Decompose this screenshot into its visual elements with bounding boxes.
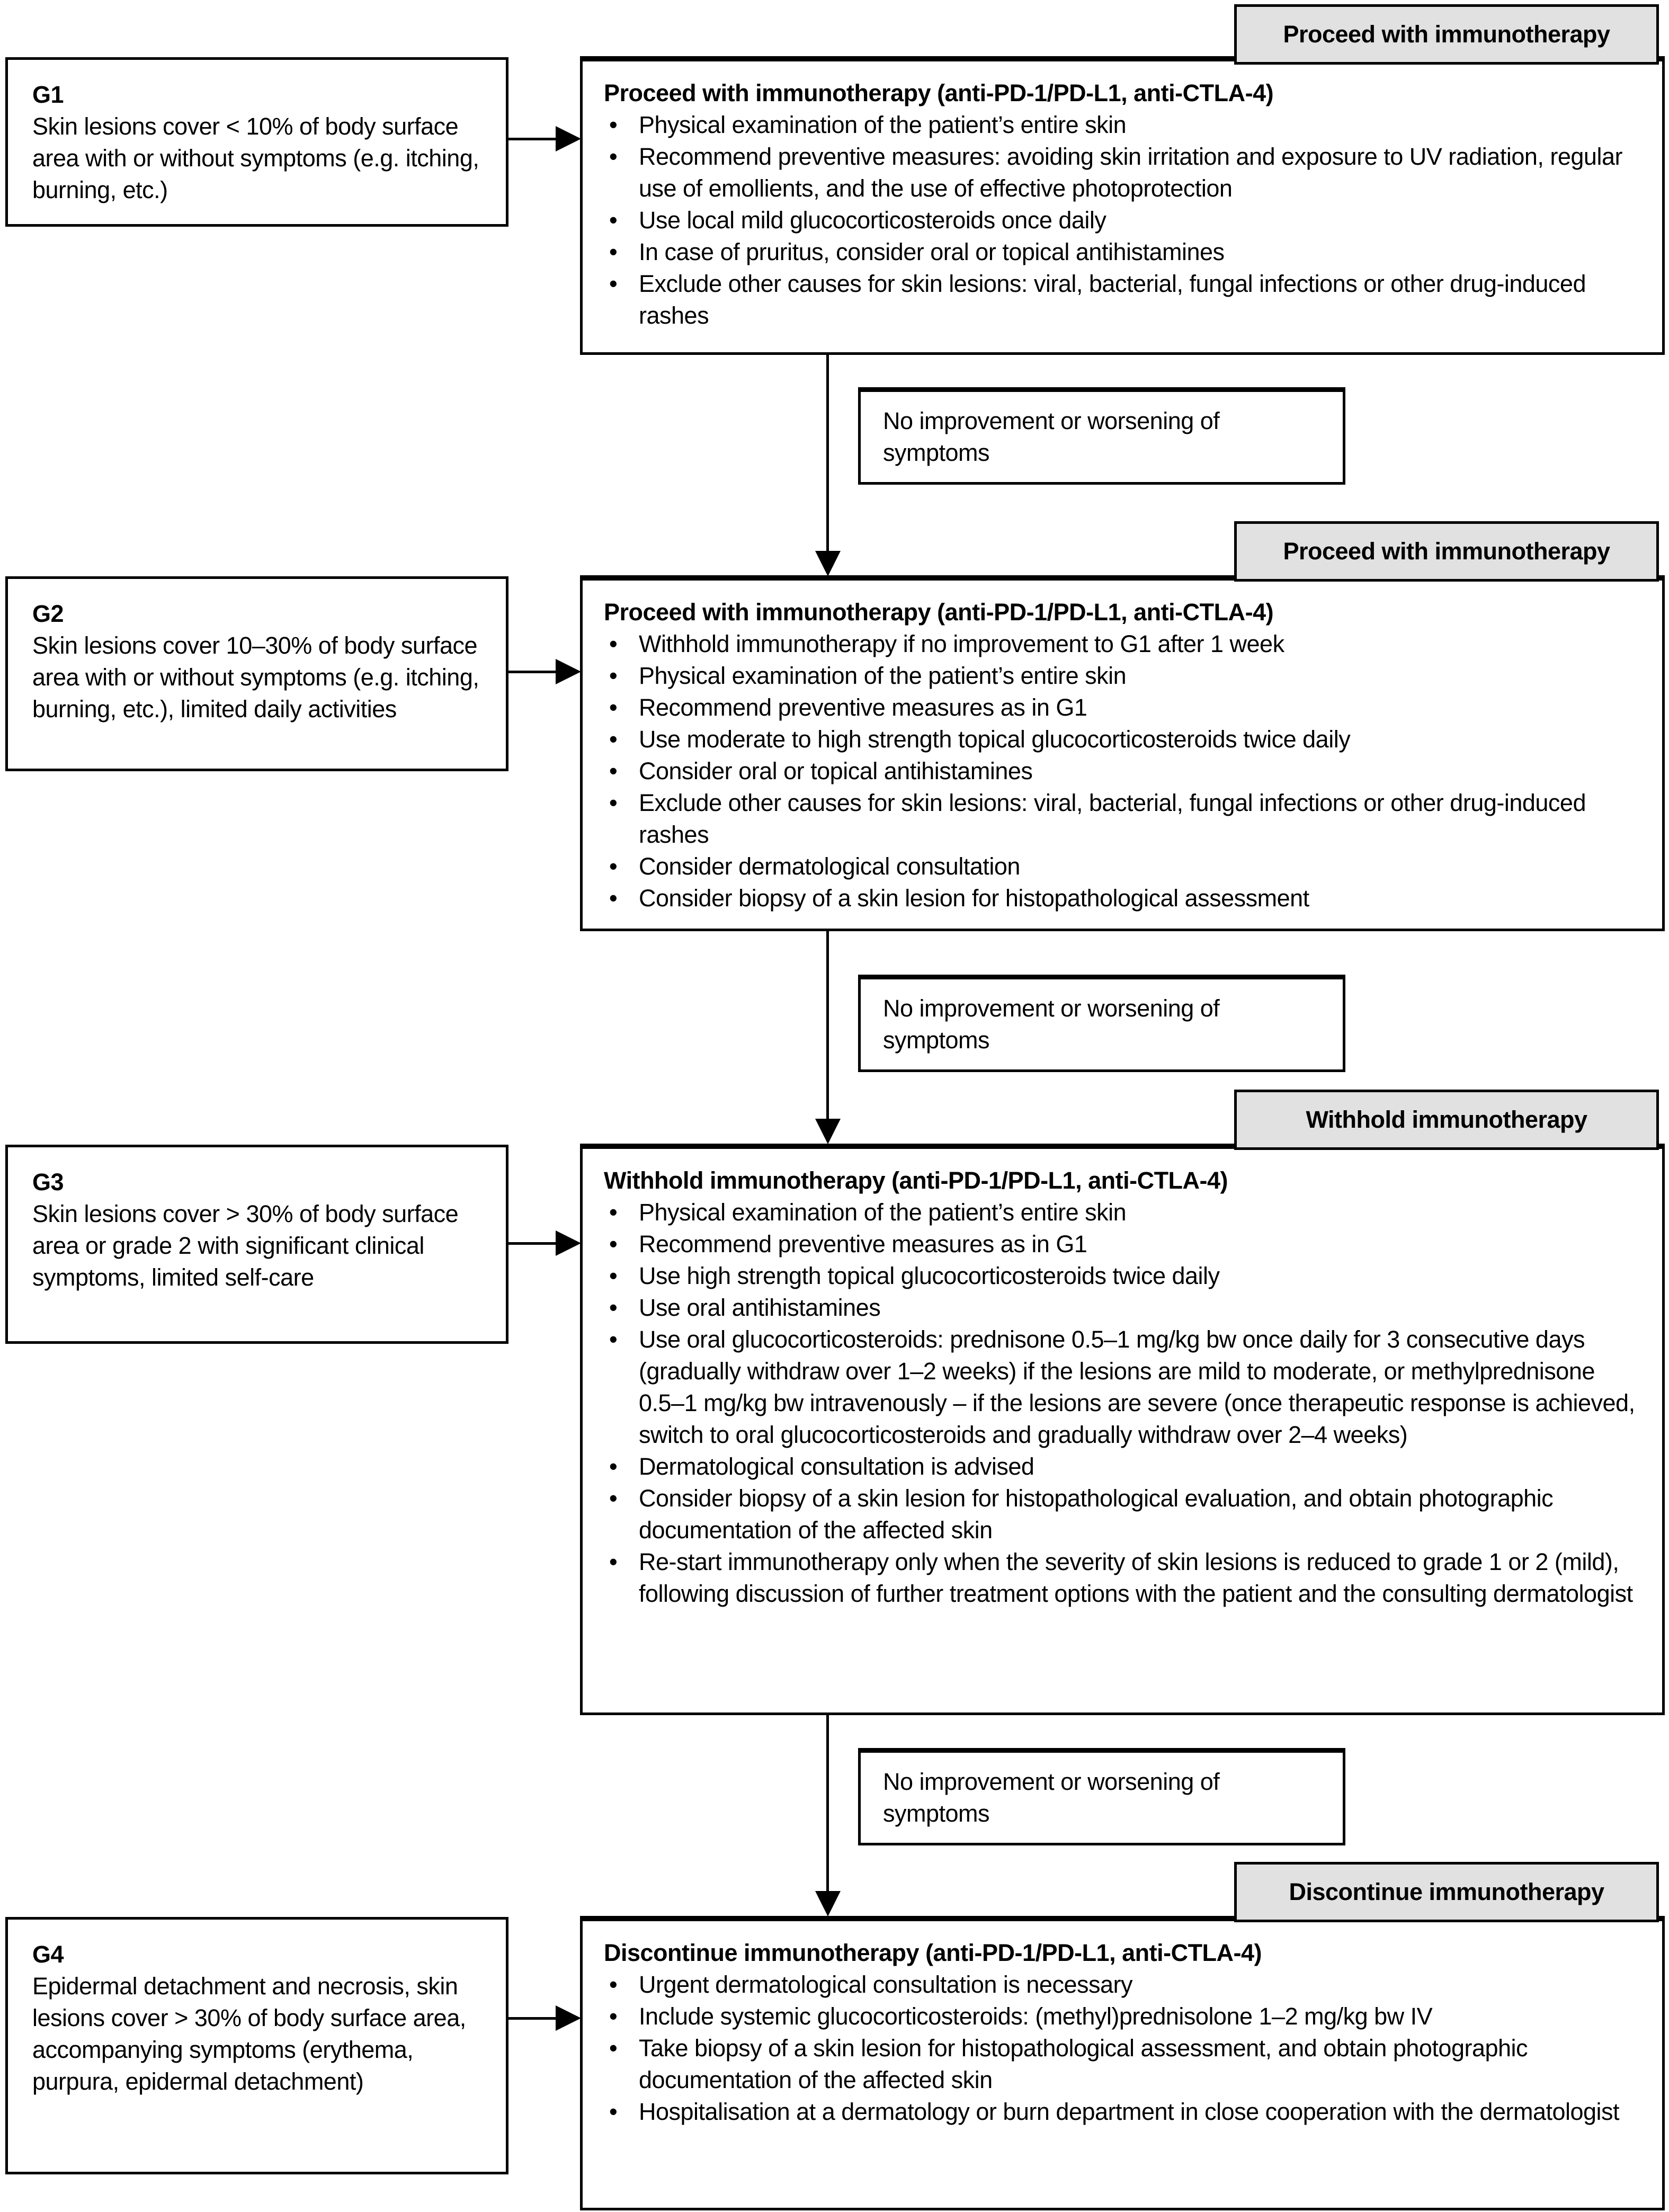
bullet-item: Consider biopsy of a skin lesion for his… [604,882,1636,914]
down-arrow-icon-3 [815,1891,841,1916]
bullet-item: Use oral glucocorticosteroids: prednison… [604,1324,1636,1451]
bullet-item: Physical examination of the patient’s en… [604,660,1636,692]
management-bullets-g2: Withhold immunotherapy if no improvement… [604,628,1636,914]
bullet-item: Physical examination of the patient’s en… [604,1197,1636,1228]
bullet-item: Use high strength topical glucocorticost… [604,1260,1636,1292]
bullet-item: Take biopsy of a skin lesion for histopa… [604,2032,1636,2096]
bullet-item: Re-start immunotherapy only when the sev… [604,1546,1636,1610]
no-improvement-box-1: No improvement or worsening of symptoms [858,387,1345,485]
bullet-item: Consider biopsy of a skin lesion for his… [604,1483,1636,1546]
connector-line-1 [826,354,829,551]
bullet-item: Use moderate to high strength topical gl… [604,724,1636,755]
bullet-item: Exclude other causes for skin lesions: v… [604,268,1636,332]
criteria-text-g4: Epidermal detachment and necrosis, skin … [32,1973,466,2095]
management-box-g3: Withhold immunotherapy (anti-PD-1/PD-L1,… [580,1144,1665,1715]
right-arrow-icon-g1 [556,126,581,151]
right-arrow-icon-g4 [556,2005,581,2031]
connector-line-3 [826,1715,829,1892]
bullet-item: Dermatological consultation is advised [604,1451,1636,1483]
no-improvement-box-2: No improvement or worsening of symptoms [858,975,1345,1072]
management-bullets-g1: Physical examination of the patient’s en… [604,109,1636,332]
criteria-text-g1: Skin lesions cover < 10% of body surface… [32,113,479,203]
bullet-item: Use oral antihistamines [604,1292,1636,1324]
management-title-g2: Proceed with immunotherapy (anti-PD-1/PD… [604,599,1274,626]
bullet-item: Withhold immunotherapy if no improvement… [604,628,1636,660]
outcome-tab-g2: Proceed with immunotherapy [1234,521,1659,582]
bullet-item: Consider oral or topical antihistamines [604,755,1636,787]
no-improvement-label-1: No improvement or worsening of symptoms [883,407,1220,466]
connector-line-g1 [507,138,557,140]
no-improvement-label-3: No improvement or worsening of symptoms [883,1768,1220,1827]
right-arrow-icon-g3 [556,1230,581,1256]
no-improvement-box-3: No improvement or worsening of symptoms [858,1748,1345,1845]
bullet-item: Exclude other causes for skin lesions: v… [604,787,1636,851]
no-improvement-label-2: No improvement or worsening of symptoms [883,995,1220,1054]
outcome-tab-g1: Proceed with immunotherapy [1234,4,1659,65]
outcome-tab-g4: Discontinue immunotherapy [1234,1862,1659,1922]
outcome-tab-g3: Withhold immunotherapy [1234,1090,1659,1150]
connector-line-g4 [507,2017,557,2020]
grade-label-g2: G2 [32,600,64,627]
management-bullets-g4: Urgent dermatological consultation is ne… [604,1969,1636,2128]
management-box-g4: Discontinue immunotherapy (anti-PD-1/PD-… [580,1916,1665,2210]
bullet-item: Physical examination of the patient’s en… [604,109,1636,141]
criteria-box-g4: G4 Epidermal detachment and necrosis, sk… [5,1917,508,2174]
bullet-item: In case of pruritus, consider oral or to… [604,236,1636,268]
bullet-item: Use local mild glucocorticosteroids once… [604,204,1636,236]
bullet-item: Urgent dermatological consultation is ne… [604,1969,1636,2001]
connector-line-g2 [507,671,557,673]
bullet-item: Hospitalisation at a dermatology or burn… [604,2096,1636,2128]
criteria-text-g2: Skin lesions cover 10–30% of body surfac… [32,632,479,723]
grade-label-g4: G4 [32,1941,64,1968]
criteria-text-g3: Skin lesions cover > 30% of body surface… [32,1200,459,1291]
grade-label-g1: G1 [32,81,64,108]
criteria-box-g1: G1 Skin lesions cover < 10% of body surf… [5,57,508,227]
bullet-item: Include systemic glucocorticosteroids: (… [604,2001,1636,2032]
management-title-g3: Withhold immunotherapy (anti-PD-1/PD-L1,… [604,1167,1228,1194]
bullet-item: Consider dermatological consultation [604,851,1636,882]
right-arrow-icon-g2 [556,659,581,684]
connector-line-2 [826,931,829,1119]
criteria-box-g3: G3 Skin lesions cover > 30% of body surf… [5,1145,508,1344]
management-title-g1: Proceed with immunotherapy (anti-PD-1/PD… [604,79,1274,106]
down-arrow-icon-2 [815,1119,841,1144]
criteria-box-g2: G2 Skin lesions cover 10–30% of body sur… [5,576,508,771]
management-box-g1: Proceed with immunotherapy (anti-PD-1/PD… [580,56,1665,355]
management-bullets-g3: Physical examination of the patient’s en… [604,1197,1636,1610]
bullet-item: Recommend preventive measures: avoiding … [604,141,1636,204]
down-arrow-icon-1 [815,551,841,576]
bullet-item: Recommend preventive measures as in G1 [604,1228,1636,1260]
management-title-g4: Discontinue immunotherapy (anti-PD-1/PD-… [604,1939,1262,1966]
connector-line-g3 [507,1242,557,1245]
grade-label-g3: G3 [32,1169,64,1196]
bullet-item: Recommend preventive measures as in G1 [604,692,1636,724]
management-box-g2: Proceed with immunotherapy (anti-PD-1/PD… [580,575,1665,931]
